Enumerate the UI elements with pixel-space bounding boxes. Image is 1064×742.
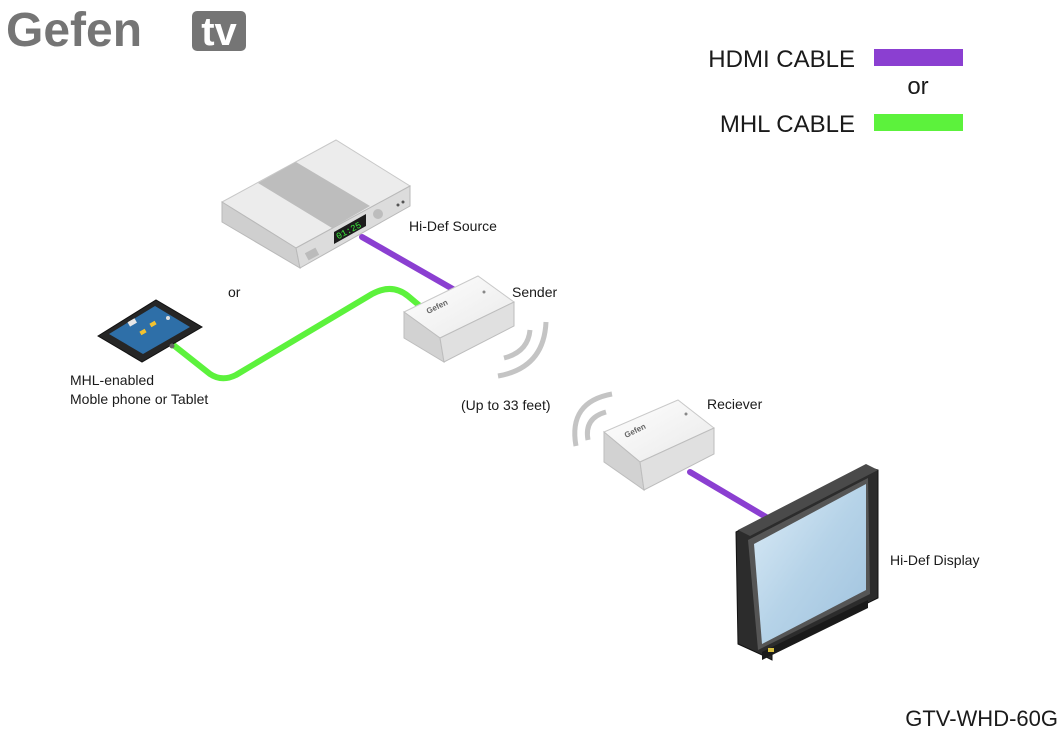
sender-label: Sender	[512, 284, 557, 300]
gefentv-logo: Gefen tv	[6, 4, 246, 57]
receiver-unit: Gefen	[603, 399, 715, 492]
sender-wireless-signal-icon	[497, 321, 549, 379]
hdmi-cable-receiver-to-display	[687, 469, 769, 520]
legend-or-label: or	[907, 73, 928, 100]
mhl-cable-tablet-to-sender	[164, 286, 423, 382]
hi-def-source-device: 01:25	[221, 139, 411, 269]
sender-unit: Gefen	[403, 275, 515, 363]
hdmi-cable-source-to-sender	[359, 234, 461, 295]
source-label: Hi-Def Source	[409, 218, 497, 234]
legend-mhl-swatch	[874, 114, 963, 131]
brand-suffix: tv	[201, 10, 237, 54]
legend-mhl-label: MHL CABLE	[720, 111, 855, 138]
cable-legend: HDMI CABLE or MHL CABLE	[708, 46, 963, 138]
brand-name: Gefen	[6, 4, 142, 57]
display-label: Hi-Def Display	[890, 552, 979, 568]
tablet-label-line1: MHL-enabled	[70, 372, 154, 388]
receiver-label: Reciever	[707, 396, 763, 412]
source-or-label: or	[228, 284, 241, 300]
model-number: GTV-WHD-60G	[905, 706, 1058, 731]
legend-hdmi-swatch	[874, 49, 963, 66]
receiver-wireless-signal-icon	[572, 391, 613, 447]
range-label: (Up to 33 feet)	[461, 397, 551, 413]
mhl-tablet-device	[97, 299, 203, 363]
legend-hdmi-label: HDMI CABLE	[708, 46, 855, 73]
tablet-label-line2: Moble phone or Tablet	[70, 391, 208, 407]
hi-def-display-device	[735, 464, 879, 661]
